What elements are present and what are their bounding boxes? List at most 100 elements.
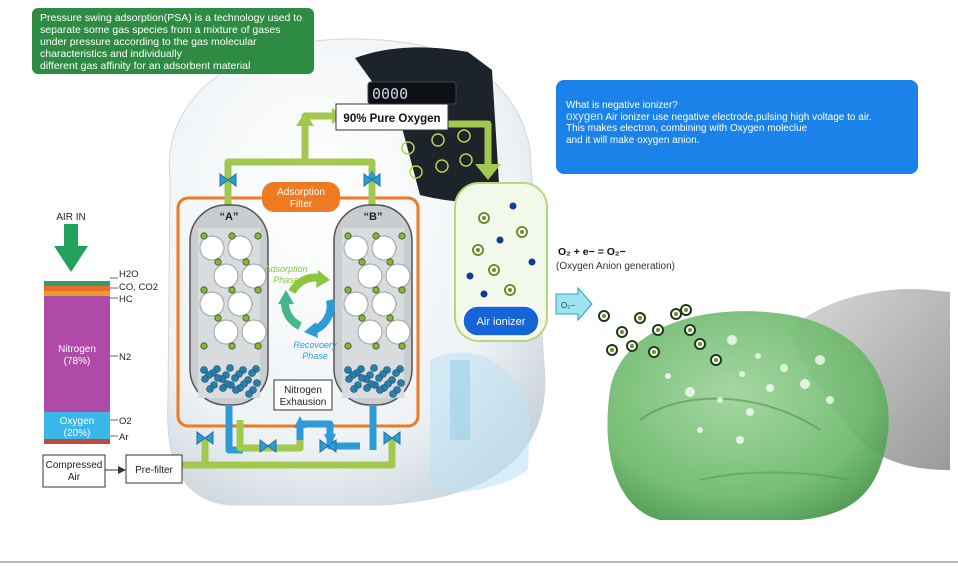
psa-info-line: different gas affinity for an adsorbent …: [40, 60, 251, 72]
nitrogen-molecule: [219, 384, 227, 392]
anion-generation-label: (Oxygen Anion generation): [556, 261, 675, 272]
adsorbent-bead: [343, 291, 369, 317]
adsorption-phase-label-1: Adsorption: [263, 264, 307, 274]
oxygen-molecule: [214, 258, 222, 266]
mist-bubble: [800, 379, 810, 389]
anion-bubble-core: [630, 344, 634, 348]
adsorbent-bead: [385, 319, 411, 345]
anion-bubble-core: [602, 314, 606, 318]
adsorbent-bead: [357, 263, 383, 289]
nitrogen-molecule: [248, 369, 256, 377]
prefilter-box: [125, 454, 183, 484]
nitrogen-molecule: [345, 375, 353, 383]
nitrogen-name: Nitrogen: [58, 344, 96, 355]
nitrogen-molecule: [231, 374, 239, 382]
anion-bubble-core: [610, 348, 614, 352]
prefilter-label: Pre-filter: [135, 465, 173, 476]
compressed-air-box: [42, 454, 106, 488]
anion-bubble-core: [714, 358, 718, 362]
oxygen-molecule: [372, 232, 380, 240]
bottom-arrow-down: [324, 434, 336, 446]
pure-oxygen-label: 90% Pure Oxygen: [343, 113, 440, 125]
anion-dot: [528, 258, 536, 266]
adsorption-filter-label-2: Filter: [290, 199, 313, 210]
air-composition-bar: [44, 281, 110, 444]
nitrogen-molecule: [214, 374, 222, 382]
mist-bubble: [665, 373, 671, 379]
mist-bubble: [727, 335, 737, 345]
oxygen-molecule: [398, 342, 406, 350]
recovery-phase-label-1: Recovoery: [293, 340, 337, 350]
nitrogen-molecule: [245, 390, 253, 398]
oxygen-molecule: [372, 286, 380, 294]
hc-label: HC: [119, 294, 133, 305]
o2-label: O2: [119, 416, 132, 427]
adsorption-filter-badge: [262, 182, 340, 212]
mist-bubble: [815, 355, 825, 365]
oxygen-molecule: [242, 258, 250, 266]
oxygen-molecule: [344, 342, 352, 350]
ionizer-line-3: and it will make oxygen anion.: [566, 134, 700, 146]
nitrogen-molecule: [201, 375, 209, 383]
nitrogen-molecule: [376, 386, 384, 394]
oxygen-molecule-core: [476, 248, 480, 252]
nitrogen-molecule: [370, 364, 378, 372]
anion-bubble-core: [684, 308, 688, 312]
anion-dot: [466, 272, 474, 280]
oxygen-helmet: [607, 311, 889, 520]
device-buttons: [401, 129, 473, 179]
oxygen-pct: (20%): [64, 428, 91, 439]
nitrogen-molecule: [253, 379, 261, 387]
tower-a-label: “A”: [220, 211, 239, 223]
adsorbent-bead: [343, 235, 369, 261]
oxygen-molecule-core: [520, 230, 524, 234]
h2o-label: H2O: [119, 269, 139, 280]
adsorbent-bead: [241, 263, 267, 289]
air-ionizer-label: Air ionizer: [477, 316, 526, 328]
oxygen-molecule: [254, 286, 262, 294]
nitrogen-molecule: [363, 384, 371, 392]
tower-b-label: “B”: [364, 211, 383, 223]
co-co2-label: CO, CO2: [119, 282, 158, 293]
adsorbent-bead: [199, 291, 225, 317]
ionizer-highlight: oxygen: [566, 110, 604, 123]
oxygen-molecule-core: [492, 268, 496, 272]
oxygen-molecule: [344, 286, 352, 294]
anion-output-arrow: [555, 286, 593, 322]
adsorbent-bead: [385, 263, 411, 289]
psa-info-box: Pressure swing adsorption(PSA) is a tech…: [32, 8, 314, 74]
nitrogen-molecule: [344, 366, 352, 374]
compressed-to-prefilter-arrow: [118, 466, 126, 474]
oxygen-molecule: [398, 286, 406, 294]
anion-dot: [480, 290, 488, 298]
nitrogen-molecule: [397, 379, 405, 387]
tower-b-adsorbent: [343, 232, 411, 398]
adsorption-phase-label-2: Phase: [273, 275, 299, 285]
nitrogen-molecule: [389, 390, 397, 398]
ar-label: Ar: [119, 432, 129, 443]
oxygen-name: Oxygen: [60, 416, 94, 427]
oxygen-molecule: [228, 232, 236, 240]
mist-bubble: [766, 384, 774, 392]
anion-bubble-core: [638, 316, 642, 320]
nitrogen-pct: (78%): [64, 356, 91, 367]
oxygen-molecule: [254, 232, 262, 240]
ionizer-question: What is negative ionizer?: [566, 100, 678, 111]
adsorbent-bead: [213, 263, 239, 289]
mist-bubble: [826, 396, 834, 404]
nitrogen-molecule: [350, 385, 358, 393]
oxygen-molecule: [254, 342, 262, 350]
ionizer-line-1: oxygen Air ionizer use negative electrod…: [566, 110, 910, 124]
adsorbent-bead: [213, 319, 239, 345]
oxygen-molecule-core: [482, 216, 486, 220]
mist-bubble: [717, 397, 723, 403]
mist-bubble: [697, 427, 703, 433]
oxygen-molecule: [228, 342, 236, 350]
anion-bubble-core: [620, 330, 624, 334]
anion-dot: [509, 202, 517, 210]
ionizer-chamber: [454, 182, 548, 342]
anion-bubble-core: [674, 312, 678, 316]
mist-bubble: [746, 408, 754, 416]
nitrogen-molecule: [200, 366, 208, 374]
